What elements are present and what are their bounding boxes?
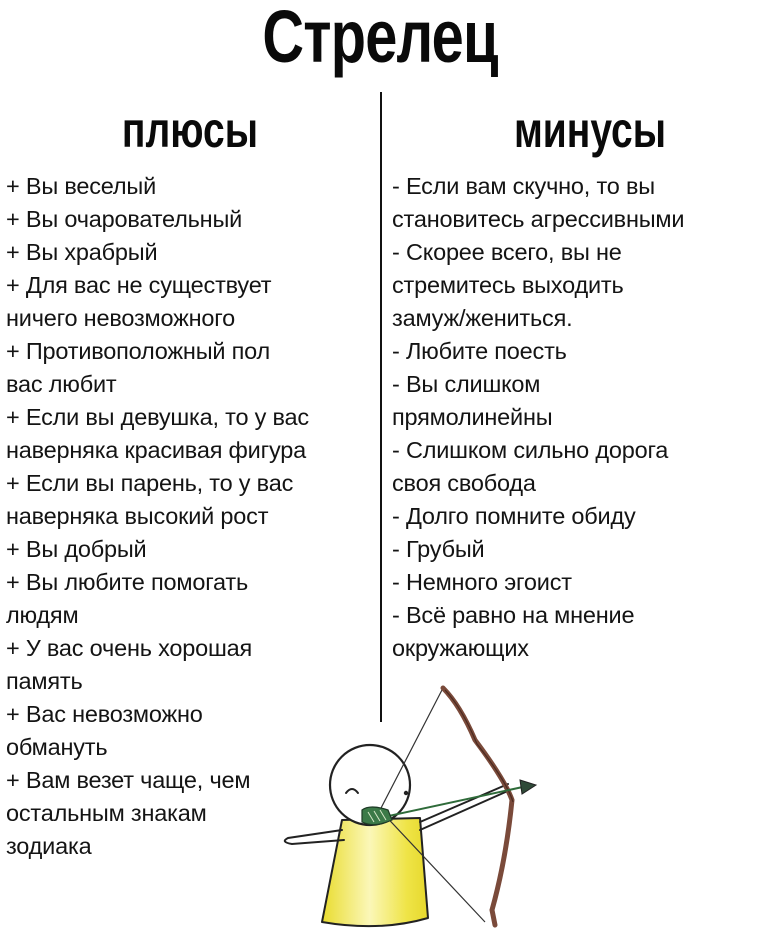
cons-line: окружающих <box>392 635 529 661</box>
pros-line: наверняка высокий рост <box>6 503 269 529</box>
cons-line: замуж/жениться. <box>392 305 573 331</box>
pros-list: + Вы веселый + Вы очаровательный + Вы хр… <box>6 170 378 863</box>
cons-line: своя свобода <box>392 470 536 496</box>
cons-line: - Всё равно на мнение <box>392 602 635 628</box>
pros-line: + Вы добрый <box>6 536 147 562</box>
column-divider <box>380 92 382 722</box>
cons-line: становитесь агрессивными <box>392 206 685 232</box>
cons-heading: минусы <box>513 102 667 158</box>
cons-line: - Слишком сильно дорога <box>392 437 669 463</box>
pros-line: ничего невозможного <box>6 305 235 331</box>
cons-line: прямолинейны <box>392 404 553 430</box>
pros-line: + Для вас не существует <box>6 272 272 298</box>
cons-line: стремитесь выходить <box>392 272 624 298</box>
cons-line: - Вы слишком <box>392 371 541 397</box>
pros-line: остальным знакам <box>6 800 207 826</box>
pros-line: наверняка красивая фигура <box>6 437 307 463</box>
archer-illustration <box>283 685 538 928</box>
pros-line: зодиака <box>6 833 92 859</box>
pros-line: + Вас невозможно <box>6 701 203 727</box>
pros-line: память <box>6 668 83 694</box>
archer-body-shape <box>321 817 429 928</box>
pros-line: + Если вы парень, то у вас <box>6 470 294 496</box>
cons-line: - Долго помните обиду <box>392 503 636 529</box>
cons-line: - Грубый <box>392 536 485 562</box>
pros-line: обмануть <box>6 734 108 760</box>
pros-line: + Вы любите помогать <box>6 569 249 595</box>
pros-line: вас любит <box>6 371 117 397</box>
cons-line: - Любите поесть <box>392 338 567 364</box>
pros-line: + Если вы девушка, то у вас <box>6 404 309 430</box>
cons-line: - Немного эгоист <box>392 569 572 595</box>
pros-line: людям <box>6 602 79 628</box>
cons-line: - Скорее всего, вы не <box>392 239 622 265</box>
pros-line: + Вы очаровательный <box>6 206 243 232</box>
page-title: Стрелец <box>262 0 498 78</box>
cons-list: - Если вам скучно, то вы становитесь агр… <box>392 170 760 665</box>
cons-line: - Если вам скучно, то вы <box>392 173 655 199</box>
pros-line: + Вам везет чаще, чем <box>6 767 251 793</box>
pros-line: + Вы храбрый <box>6 239 158 265</box>
pros-line: + Вы веселый <box>6 173 157 199</box>
pros-line: + Противоположный пол <box>6 338 271 364</box>
pros-heading: плюсы <box>121 102 259 158</box>
pros-line: + У вас очень хорошая <box>6 635 253 661</box>
